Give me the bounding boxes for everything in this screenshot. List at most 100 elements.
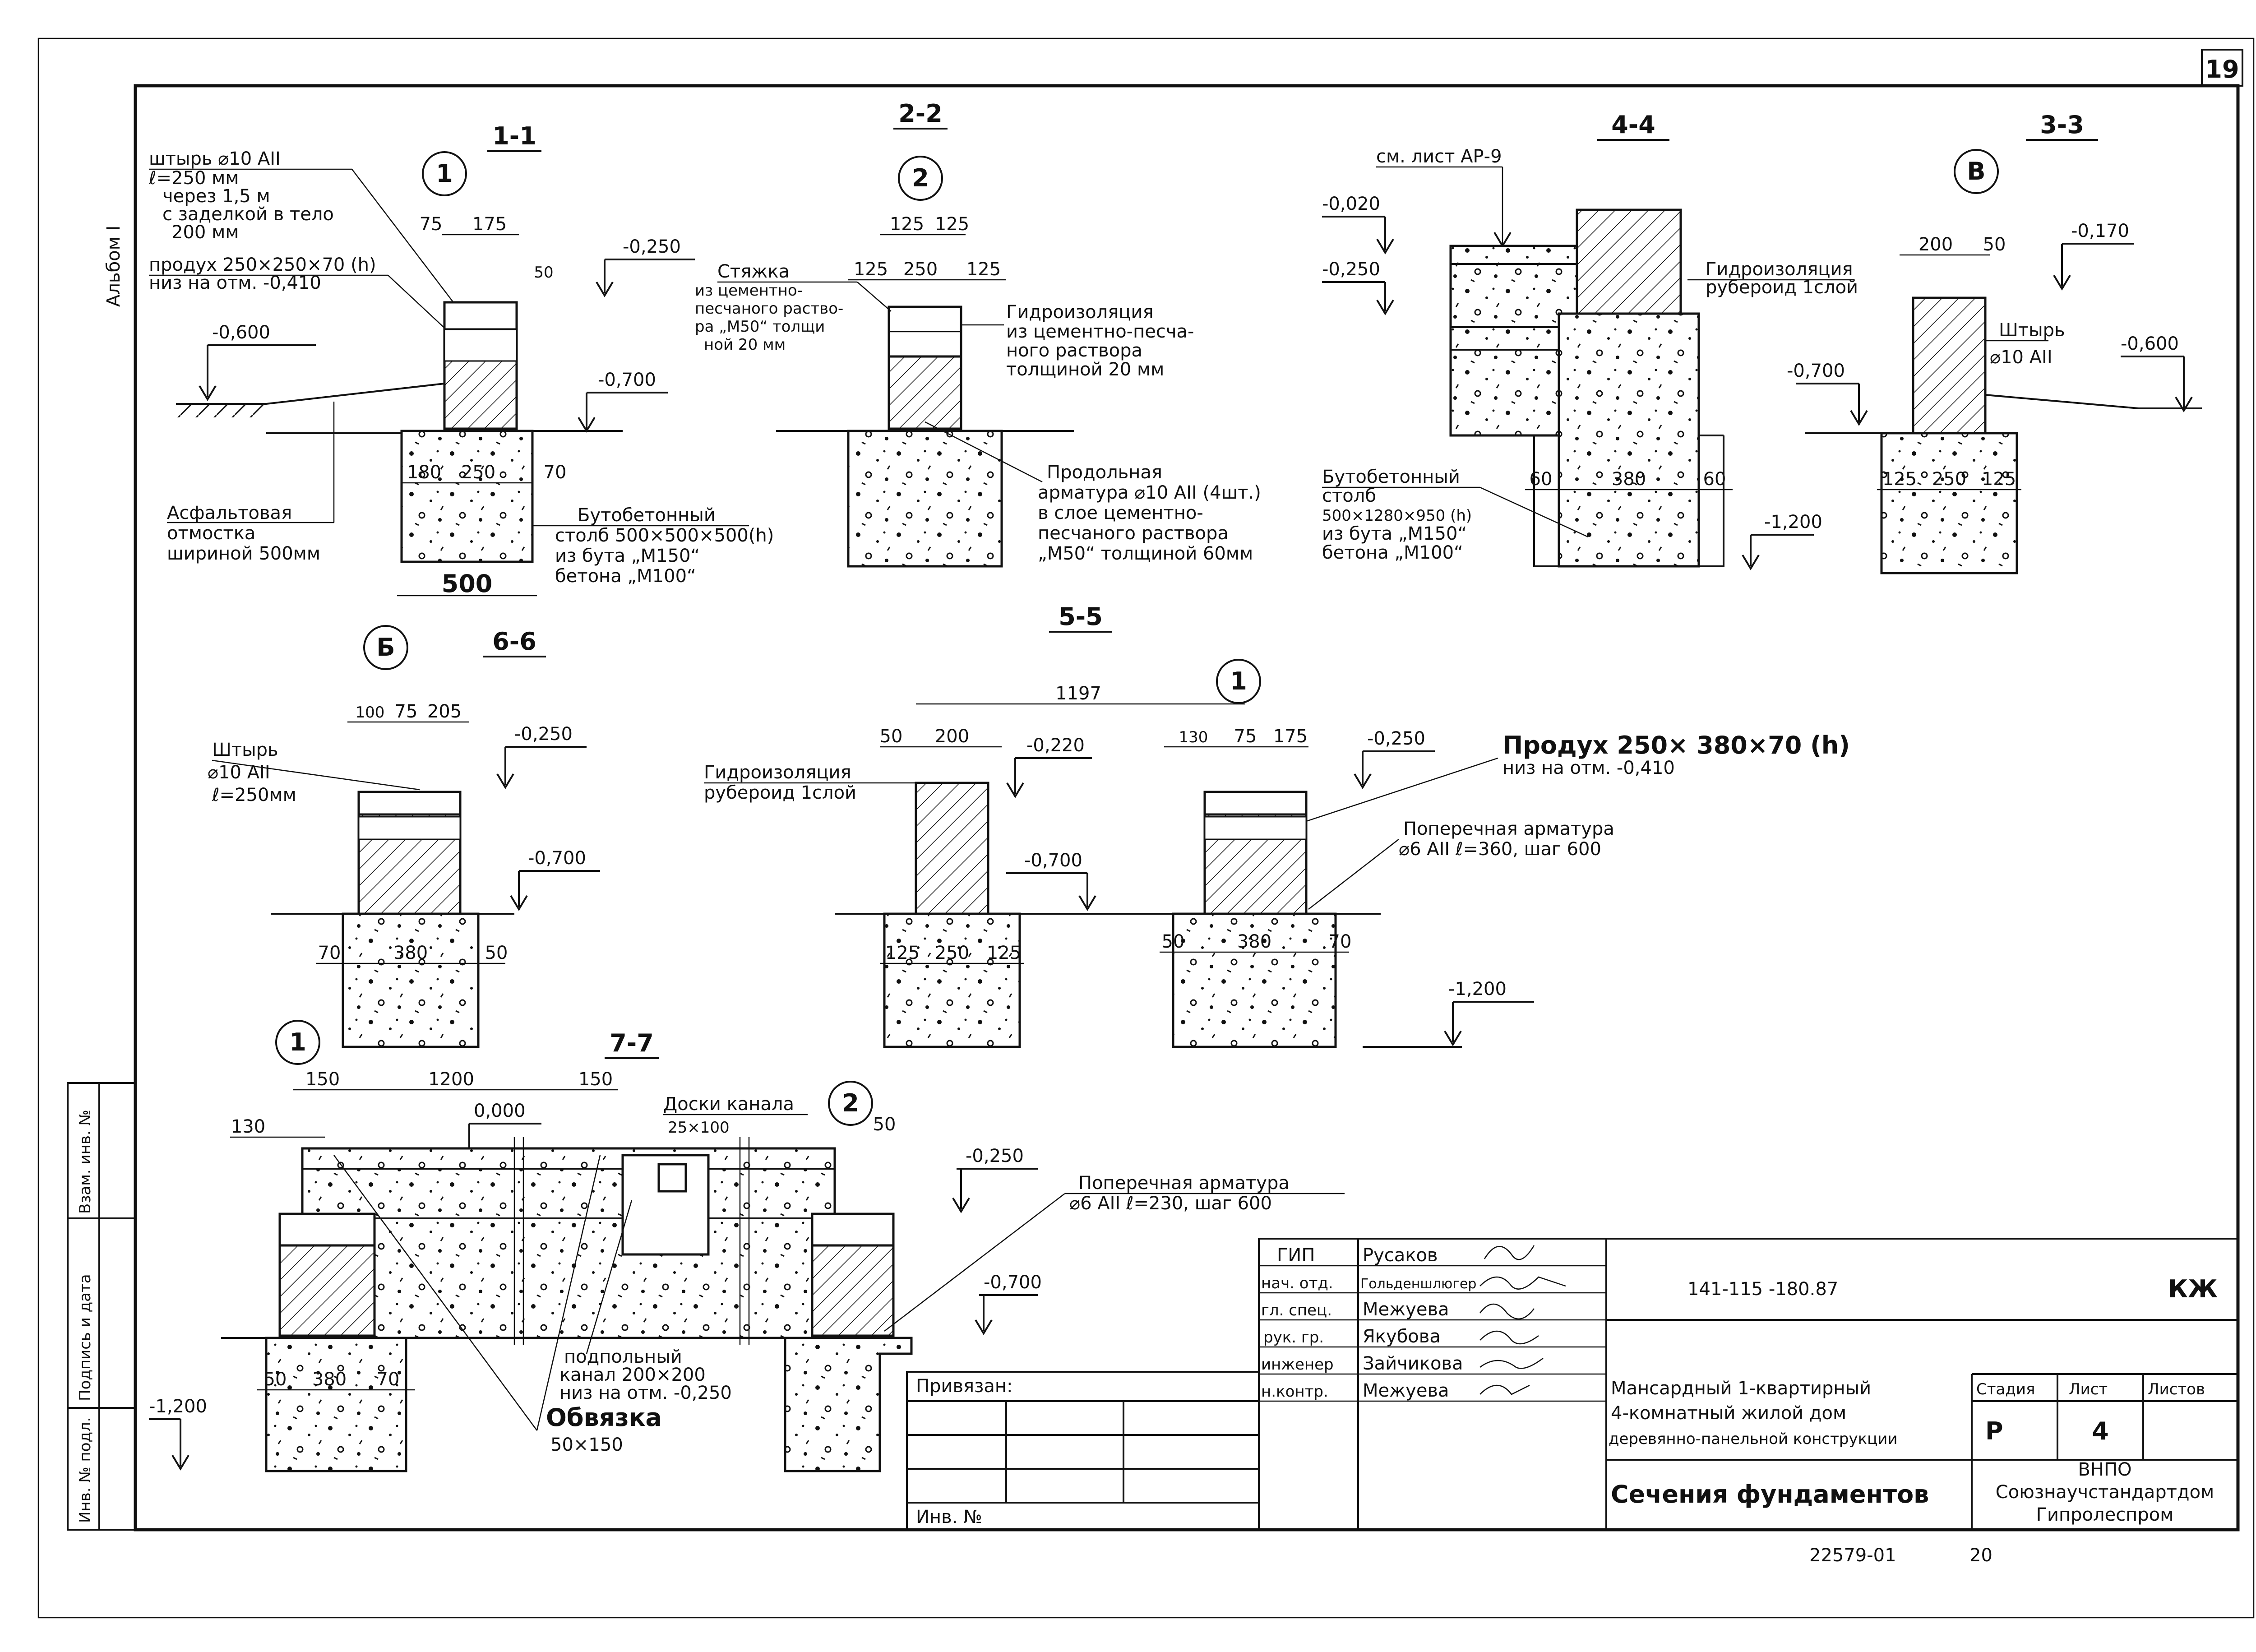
dim33-b3: 125 <box>1982 469 2016 490</box>
boards-2: 25×100 <box>668 1119 730 1137</box>
elev33-0700: -0,700 <box>1787 361 1845 381</box>
role-4: инженер <box>1261 1356 1334 1374</box>
marker-label-2: 2 <box>912 164 929 192</box>
xrebar77-1: Поперечная арматура <box>1078 1173 1290 1194</box>
dim-22-b3: 125 <box>966 259 1001 280</box>
dim55-130: 130 <box>1179 728 1208 746</box>
sheet-value: 4 <box>2092 1417 2109 1445</box>
pillar44-3: 500×1280×950 (h) <box>1322 507 1472 525</box>
elev-s11-0250: -0,250 <box>623 236 681 257</box>
marker-label-55: 1 <box>1230 667 1247 695</box>
screed-5: ной 20 мм <box>704 336 786 354</box>
section-1-1: 1-1 1 штырь ⌀10 AII ℓ=250 мм через 1,5 м… <box>148 122 774 598</box>
dim-250: 250 <box>461 462 495 483</box>
section-3-3: 3-3 В 200 50 -0,170 Штырь ⌀10 AII -0,700… <box>1787 111 2202 574</box>
asphalt-1: Асфальтовая <box>167 503 292 523</box>
wp22-4: толщиной 20 мм <box>1006 359 1164 380</box>
dim55-br3: 70 <box>1329 931 1352 952</box>
asphalt-2: отмостка <box>167 523 255 544</box>
elev55-0220: -0,220 <box>1026 735 1085 756</box>
wp55-2: рубероид 1слой <box>704 782 856 803</box>
role-0: ГИП <box>1277 1245 1315 1266</box>
dim77-130: 130 <box>231 1116 265 1137</box>
concrete-pillar-4-4 <box>1558 312 1700 568</box>
side-stamp: Инв. № подл. Подпись и дата Взам. инв. № <box>67 1082 136 1531</box>
dim-22-b2: 250 <box>903 259 938 280</box>
dim66-380: 380 <box>393 943 428 963</box>
marker-label-1: 1 <box>436 159 453 188</box>
name-5: Межуева <box>1363 1380 1449 1401</box>
rebar22-5: „М50“ толщиной 60мм <box>1038 543 1253 564</box>
marker-V <box>1954 149 1999 194</box>
outer-frame <box>37 37 2255 1619</box>
inv-label: Инв. № <box>916 1507 982 1527</box>
floor-slab-4-4 <box>1449 245 1578 437</box>
album-label: Альбом I <box>103 226 124 307</box>
rebar22-2: арматура ⌀10 AII (4шт.) <box>1038 482 1261 503</box>
pillar44-4: из бута „М150“ <box>1322 523 1467 544</box>
note-pin-3: через 1,5 м <box>162 186 270 207</box>
rebar22-4: песчаного раствора <box>1038 523 1229 544</box>
sheets-header: Листов <box>2148 1380 2205 1398</box>
stamp-replace: Взам. инв. № <box>76 1110 94 1214</box>
marker-55 <box>1216 659 1261 704</box>
dim-500: 500 <box>442 569 493 598</box>
section-2-2: 2-2 2 125 125 125 250 125 Стяжка из цеме… <box>695 99 1261 568</box>
dim77-150a: 150 <box>305 1069 340 1090</box>
dim44-60b: 60 <box>1703 469 1726 490</box>
concrete-base-6-6 <box>342 912 480 1048</box>
vent55-1: Продух 250× 380×70 (h) <box>1502 731 1850 759</box>
concrete-base-2-2 <box>847 430 1003 568</box>
section-title-1-1: 1-1 <box>492 122 536 150</box>
xrebar55-2: ⌀6 AII ℓ=360, шаг 600 <box>1399 839 1601 860</box>
marker-77-1 <box>275 1020 320 1065</box>
marker-2 <box>898 156 943 201</box>
project-2: 4-комнатный жилой дом <box>1611 1403 1846 1424</box>
dim-75: 75 <box>420 214 443 235</box>
boards-1: Доски канала <box>663 1094 794 1115</box>
dim55-200: 200 <box>935 726 969 747</box>
note-vent-1: продух 250×250×70 (h) <box>149 255 376 275</box>
elev77-1200: -1,200 <box>149 1396 207 1417</box>
rebar22-1: Продольная <box>1047 462 1162 483</box>
drawing-title: Сечения фундаментов <box>1611 1480 1929 1509</box>
note-pin-1: штырь ⌀10 AII <box>149 148 281 169</box>
section-title-5-5: 5-5 <box>1059 602 1103 631</box>
dim77-b3: 70 <box>377 1369 400 1390</box>
screed-4: ра „М50“ толщи <box>695 318 825 336</box>
section-6-6: Б 6-6 100 75 205 Штырь ⌀10 AII ℓ=250мм -… <box>208 625 600 1048</box>
pillar44-5: бетона „М100“ <box>1322 542 1463 563</box>
section-7-7: 7-7 1 2 150 1200 150 130 50 0,000 Доски … <box>149 1020 1345 1472</box>
dim-175: 175 <box>472 214 507 235</box>
screed-3: песчаного раство- <box>695 300 843 318</box>
dim-22-125a: 125 <box>890 214 924 235</box>
org-1: ВНПО <box>2078 1459 2131 1480</box>
screed-1: Стяжка <box>717 261 790 282</box>
dim44-380: 380 <box>1612 469 1646 490</box>
marker-1 <box>422 151 467 196</box>
wp44-2: рубероид 1слой <box>1706 277 1858 298</box>
dim-70: 70 <box>544 462 567 483</box>
dim77-50: 50 <box>873 1114 896 1135</box>
org-2: Союзнаучстандартдом <box>1996 1482 2214 1503</box>
note-pin-5: 200 мм <box>171 222 239 243</box>
elev33-0600: -0,600 <box>2121 333 2179 354</box>
name-0: Русаков <box>1363 1245 1438 1266</box>
channel-2: канал 200×200 <box>559 1365 706 1385</box>
section-title-4-4: 4-4 <box>1611 111 1655 139</box>
concrete-base-5-5-right <box>1172 912 1337 1048</box>
elev44-1200: -1,200 <box>1764 512 1822 532</box>
wp55-1: Гидроизоляция <box>704 762 851 783</box>
wall-4-4 <box>1576 208 1682 315</box>
doc-mark: КЖ <box>2168 1275 2218 1303</box>
strap-1: Обвязка <box>546 1403 662 1432</box>
dim-180: 180 <box>407 462 441 483</box>
org-3: Гипролеспром <box>2036 1504 2174 1525</box>
pillar-4: бетона „М100“ <box>555 566 696 587</box>
note-pin-2: ℓ=250 мм <box>148 168 239 189</box>
stamp-sign: Подпись и дата <box>76 1274 94 1401</box>
project-3: деревянно-панельной конструкции <box>1609 1430 1898 1448</box>
wp44-1: Гидроизоляция <box>1706 259 1853 280</box>
name-3: Якубова <box>1363 1326 1441 1347</box>
section-5-5: 5-5 1197 1 50 200 130 75 175 Гидроизоляц… <box>704 602 1850 1048</box>
